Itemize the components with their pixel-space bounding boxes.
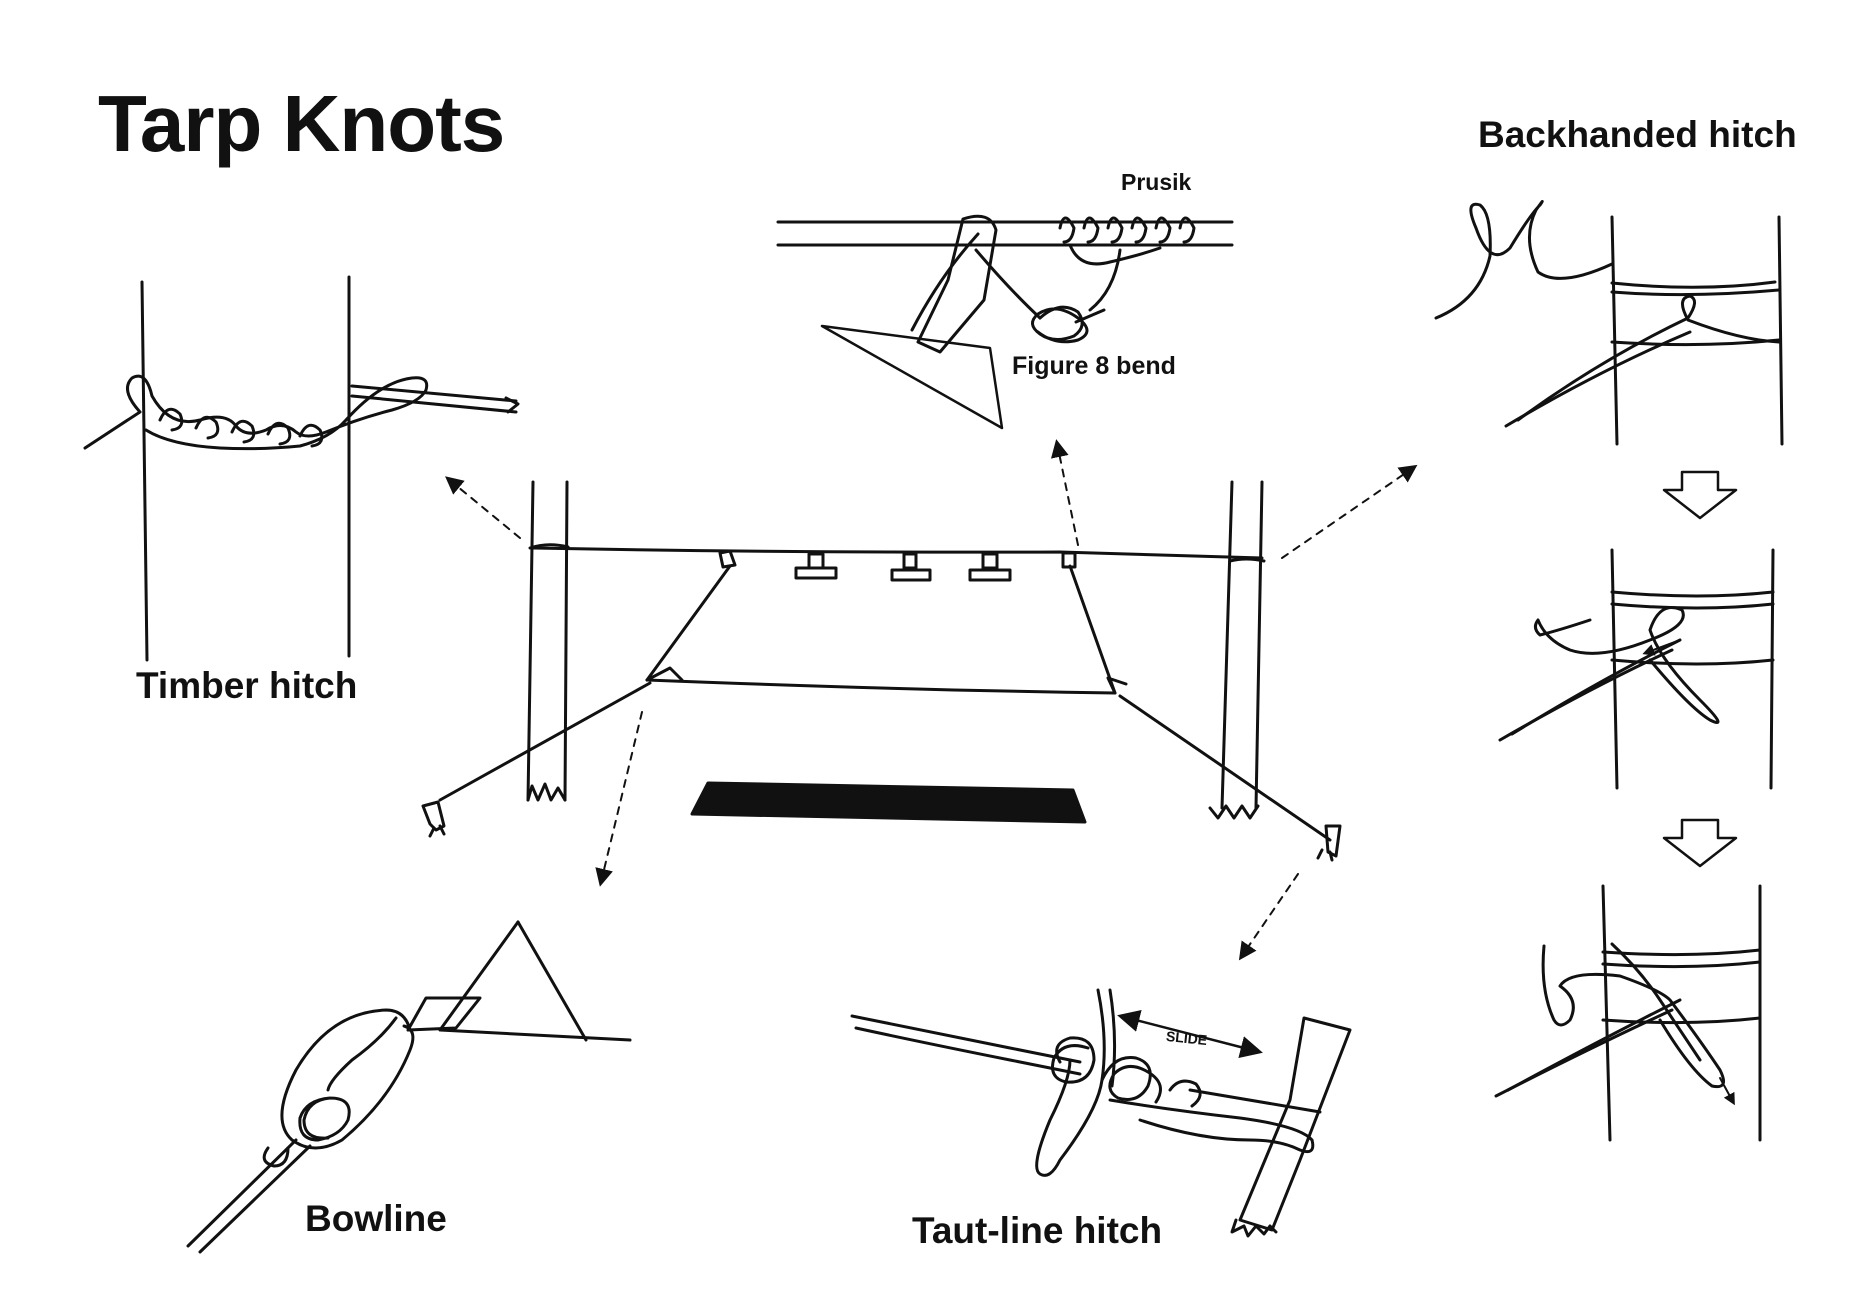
backhanded-hitch-step2 [1498, 548, 1775, 790]
prusik-figure8-illustration [776, 214, 1234, 430]
slide-arrow [1117, 1009, 1263, 1059]
figure-8-bend-label: Figure 8 bend [1012, 352, 1176, 380]
bowline-label: Bowline [305, 1198, 447, 1239]
ground-pad [690, 781, 1087, 824]
timber-hitch-illustration [83, 275, 520, 662]
backhanded-hitch-label: Backhanded hitch [1478, 114, 1797, 155]
backhanded-hitch-step1 [1434, 199, 1784, 446]
bowline-illustration [186, 920, 632, 1254]
backhanded-hitch-step3 [1494, 884, 1762, 1142]
step-arrow-2 [1662, 818, 1738, 868]
taut-line-hitch-illustration [850, 988, 1352, 1238]
prusik-label: Prusik [1121, 169, 1192, 195]
tarp-setup-scene [421, 480, 1342, 862]
callout-arrows [445, 439, 1418, 961]
diagram-title: Tarp Knots [98, 79, 505, 168]
step-arrow [1662, 470, 1738, 520]
timber-hitch-label: Timber hitch [136, 665, 358, 706]
taut-line-hitch-label: Taut-line hitch [912, 1210, 1163, 1251]
